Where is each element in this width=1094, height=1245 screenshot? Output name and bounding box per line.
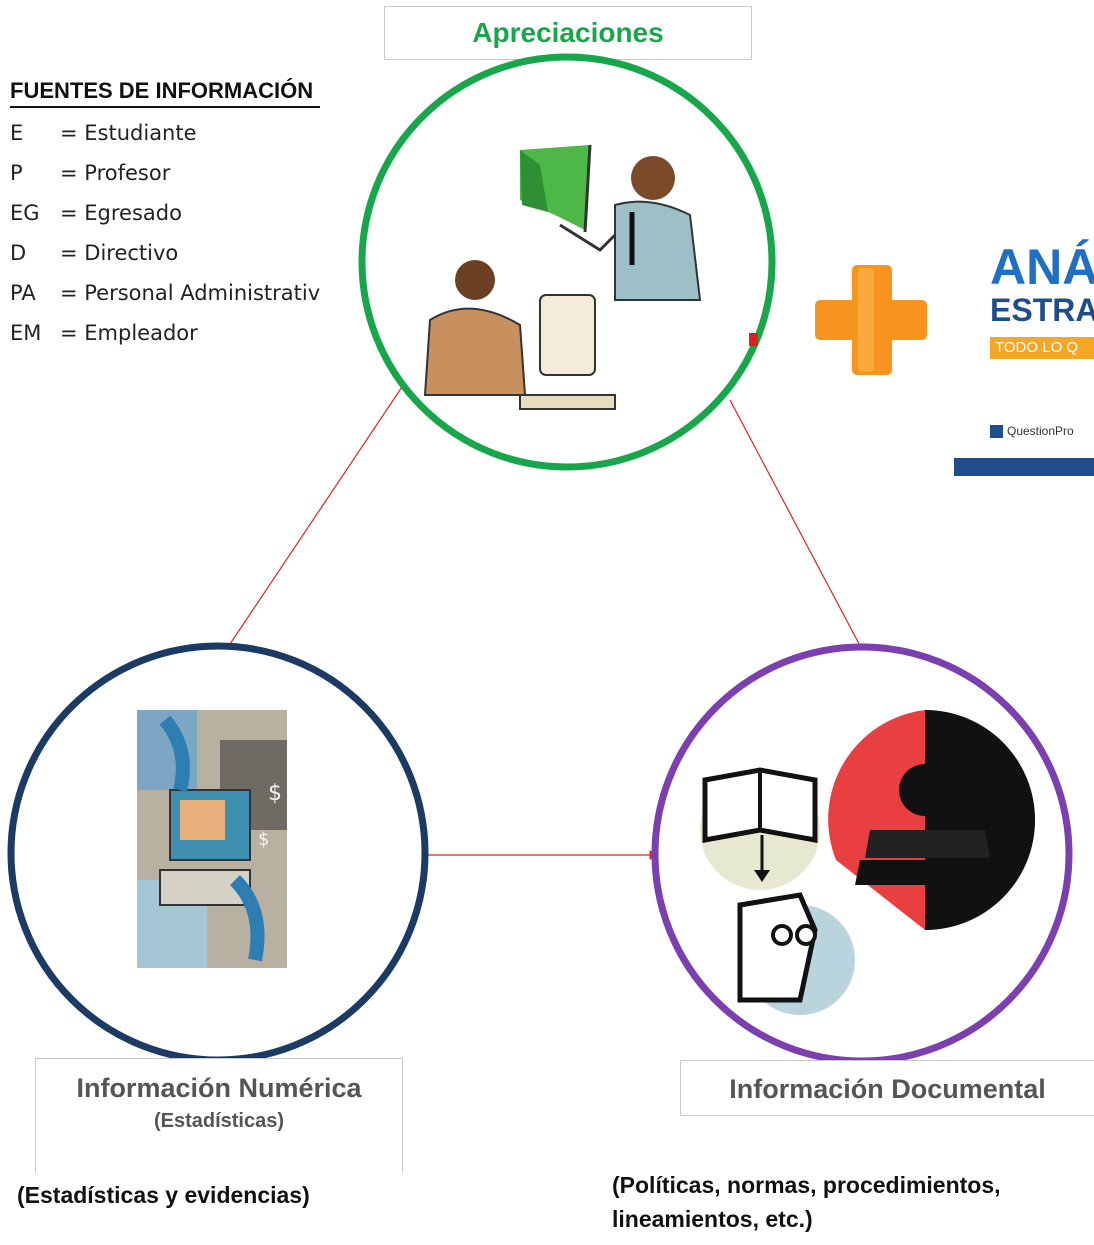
legend-title: FUENTES DE INFORMACIÓN: [10, 78, 320, 108]
numerica-title: Información Numérica: [76, 1073, 362, 1103]
apreciaciones-box: Apreciaciones: [384, 6, 752, 60]
questionpro-logo-icon: [990, 425, 1003, 438]
ad-headline-2[interactable]: ESTRA: [990, 292, 1094, 328]
numerica-caption: (Estadísticas y evidencias): [17, 1182, 310, 1208]
legend-item: D= Directivo: [10, 241, 179, 265]
documental-caption-line1: (Políticas, normas, procedimientos,: [612, 1172, 1001, 1198]
circle-marker: [749, 333, 758, 346]
ad-tagline: TODO LO Q: [995, 339, 1079, 356]
legend-item: EM= Empleador: [10, 321, 198, 345]
ad-footer-bar: [954, 458, 1094, 476]
numerica-box: Información Numérica (Estadísticas): [35, 1058, 403, 1173]
legend-list: E= Estudiante P= Profesor EG= Egresado D…: [10, 118, 320, 358]
connector-top-left: [225, 374, 411, 651]
legend-item: PA= Personal Administrativo: [10, 281, 320, 305]
documental-title: Información Documental: [729, 1074, 1046, 1104]
svg-text:$: $: [258, 829, 269, 850]
documental-box: Información Documental: [680, 1060, 1094, 1116]
legend-item: E= Estudiante: [10, 121, 197, 145]
numerica-subtitle: (Estadísticas): [153, 1110, 285, 1132]
legend-item: P= Profesor: [10, 161, 171, 185]
connector-top-right: [729, 399, 867, 658]
apreciaciones-title: Apreciaciones: [472, 17, 664, 48]
ad-brand[interactable]: QuestionPro: [1007, 424, 1074, 438]
svg-text:$: $: [268, 781, 282, 806]
presentation-clipart-icon: [423, 144, 702, 410]
ad-tagline-bar: [990, 337, 1094, 359]
computer-collage-icon: $ $: [137, 710, 287, 968]
plus-icon: [815, 265, 927, 375]
ad-headline-1[interactable]: ANÁ: [990, 239, 1094, 295]
books-apple-icon: [700, 710, 1035, 1015]
documental-caption-line2: lineamientos, etc.): [612, 1206, 813, 1232]
legend-item: EG= Egresado: [10, 201, 182, 225]
